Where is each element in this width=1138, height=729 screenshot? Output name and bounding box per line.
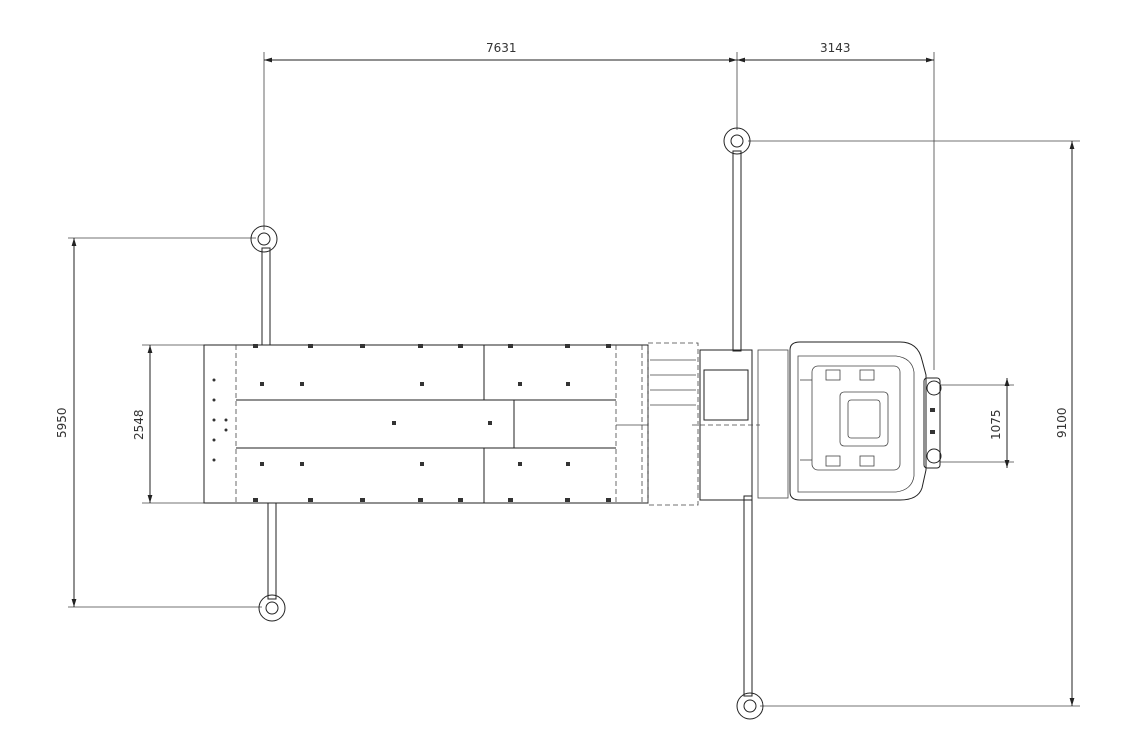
truck-bed <box>203 344 649 504</box>
front-bumper <box>923 377 942 469</box>
dimension-3143-label: 3143 <box>820 41 851 55</box>
outrigger-front-left <box>723 127 751 352</box>
truck-cab <box>789 341 927 501</box>
outrigger-front-right <box>736 495 764 720</box>
dimension-9100: 9100 <box>748 140 1080 707</box>
dimension-7631: 7631 <box>263 41 737 230</box>
outrigger-rear-left <box>250 225 278 346</box>
dimension-2548: 2548 <box>132 344 210 504</box>
dimension-5950: 5950 <box>55 237 262 608</box>
dimension-7631-label: 7631 <box>486 41 517 55</box>
bed-fasteners <box>212 344 611 502</box>
dimension-1075: 1075 <box>940 378 1014 468</box>
dimension-9100-label: 9100 <box>1055 407 1069 438</box>
crane-base <box>647 342 789 506</box>
outrigger-rear-right <box>258 502 286 622</box>
dimension-2548-label: 2548 <box>132 409 146 440</box>
dimension-1075-label: 1075 <box>989 409 1003 440</box>
dimension-5950-label: 5950 <box>55 407 69 438</box>
dimension-3143: 3143 <box>736 41 935 370</box>
